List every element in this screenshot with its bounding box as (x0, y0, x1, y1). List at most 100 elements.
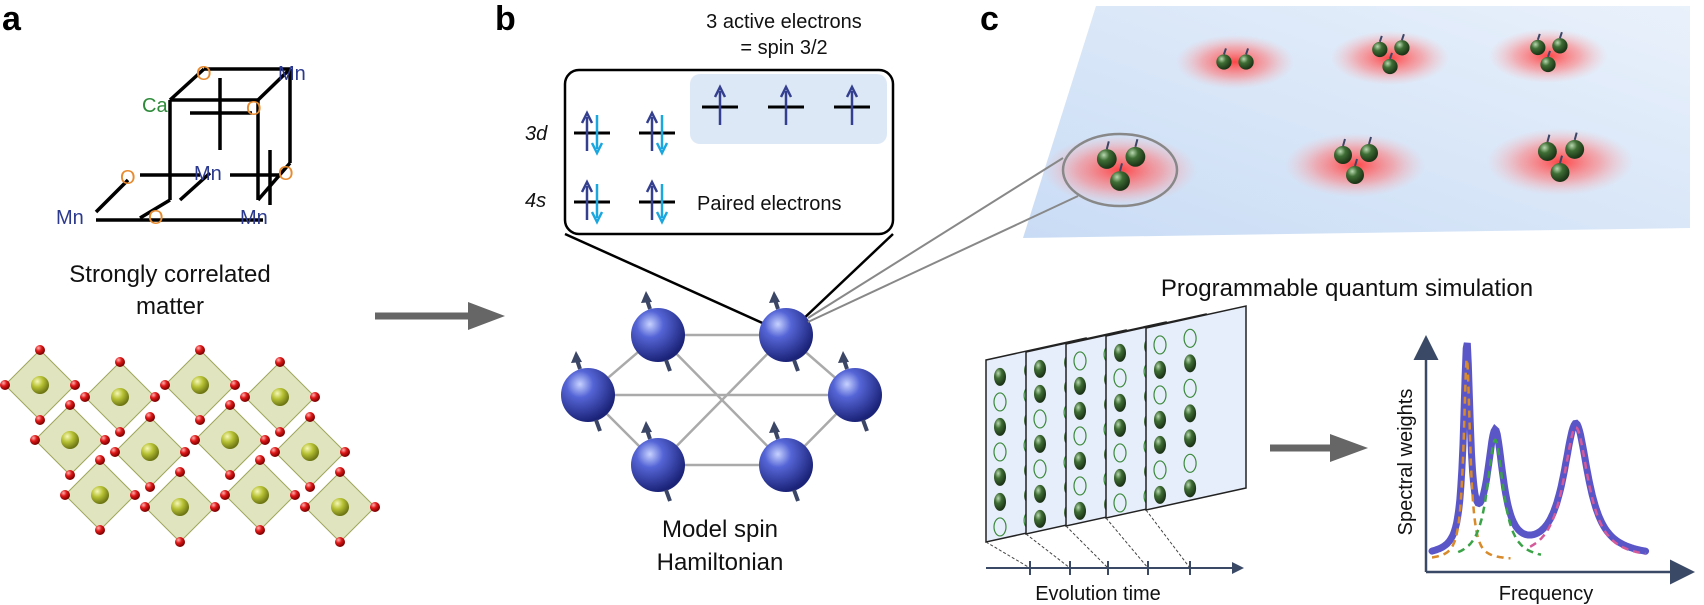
cation-atom (111, 388, 129, 406)
evolution-time-label: Evolution time (1035, 583, 1161, 605)
atom-mn: Mn (194, 163, 222, 185)
spin-arrowhead (571, 351, 582, 363)
spin-up-arrowhead (713, 84, 727, 98)
panel-a-title-line1: Strongly correlated (69, 261, 270, 288)
cation-atom (331, 498, 349, 516)
spin-down-arrowhead (655, 211, 669, 225)
time-evolution-frames (985, 305, 1247, 575)
trapped-atom (1552, 38, 1568, 54)
spin-site (631, 438, 685, 492)
atom-o: O (120, 167, 136, 189)
empty-site (1113, 368, 1127, 388)
spectrum-chart: Spectral weights Frequency (1395, 335, 1695, 605)
filled-site (1114, 393, 1126, 412)
filled-site (1074, 376, 1086, 395)
spin-arrow-tail (664, 489, 672, 502)
cation-atom (301, 443, 319, 461)
filled-site (1184, 354, 1197, 373)
frame-projection (1145, 509, 1191, 569)
oxygen-atom (175, 537, 185, 547)
frame-projection (1105, 517, 1149, 569)
spin-site (828, 368, 882, 422)
filled-site (1114, 343, 1126, 362)
peak-1-component (1432, 358, 1511, 560)
atom-spin (1536, 33, 1541, 41)
filled-site (994, 417, 1006, 436)
spin-arrowhead (641, 291, 652, 303)
atom-ca: Ca (142, 95, 168, 117)
spin-arrow-tail (792, 489, 800, 502)
empty-site (1153, 335, 1167, 355)
total-spectrum-curve (1428, 342, 1650, 555)
spin-up-arrowhead (580, 110, 594, 124)
active-electrons-line1: 3 active electrons (706, 11, 862, 33)
oxygen-atom (335, 537, 345, 547)
trapped-atom (1125, 146, 1146, 167)
atom-mn: Mn (56, 207, 84, 229)
panel-label-b: b (495, 0, 516, 38)
empty-site (1073, 426, 1087, 446)
trapped-atom (1382, 58, 1398, 75)
atom-spin (1223, 48, 1227, 55)
trapped-atom (1238, 54, 1254, 70)
oxygen-atom (220, 490, 230, 500)
oxygen-atom (115, 427, 125, 437)
trapped-atom (1537, 142, 1557, 161)
atom-mn: Mn (240, 207, 268, 229)
cube-atom-labels: O Mn Ca O O Mn O Mn O Mn (56, 63, 306, 229)
panel-a-title-line2: matter (136, 293, 204, 320)
oxygen-atom (240, 392, 250, 402)
active-electrons-line2: = spin 3/2 (740, 37, 827, 59)
atom-mn: Mn (278, 63, 306, 85)
oxygen-atom (115, 357, 125, 367)
filled-site (1184, 429, 1197, 448)
filled-site (1074, 401, 1086, 420)
oxygen-atom (30, 435, 40, 445)
spin-arrowhead (769, 421, 780, 433)
oxygen-atom (160, 380, 170, 390)
spin-up-arrowhead (645, 110, 659, 124)
spin-down-arrowhead (590, 211, 604, 225)
frame (1145, 305, 1247, 511)
oxygen-atom (255, 525, 265, 535)
filled-site (1114, 468, 1126, 487)
orbital-levels (574, 84, 870, 225)
filled-site (1034, 509, 1046, 528)
perovskite-cube-diagram (94, 67, 292, 222)
oxygen-atom (35, 415, 45, 425)
spin-down-arrowhead (655, 142, 669, 156)
atom-o: O (148, 207, 164, 229)
filled-site (1034, 484, 1046, 503)
trapped-atom (1372, 41, 1388, 58)
oxygen-atom (305, 412, 315, 422)
panel-b-title-line2: Hamiltonian (657, 549, 784, 576)
oxygen-atom (110, 447, 120, 457)
oxygen-atom (230, 380, 240, 390)
oxygen-atom (290, 490, 300, 500)
trapped-atom (1346, 166, 1364, 184)
atom-spin (1134, 138, 1139, 148)
oxygen-atom (65, 400, 75, 410)
filled-site (1154, 360, 1166, 379)
filled-site (1074, 451, 1086, 470)
chart-xlabel: Frequency (1499, 583, 1594, 605)
cation-atom (91, 486, 109, 504)
trapped-atom (1550, 163, 1570, 182)
spin-arrowhead (838, 351, 849, 363)
atom-o: O (246, 98, 262, 120)
empty-site (1113, 493, 1127, 513)
frame-projection (985, 541, 1031, 569)
atom-group-glow (1175, 34, 1295, 90)
filled-site (1154, 435, 1166, 454)
panel-label-c: c (980, 0, 999, 38)
cation-atom (171, 498, 189, 516)
cation-atom (31, 376, 49, 394)
atom-o: O (278, 163, 294, 185)
time-axis-arrowhead (1232, 562, 1244, 574)
empty-site (993, 392, 1007, 412)
oxygen-atom (225, 400, 235, 410)
empty-site (993, 442, 1007, 462)
oxygen-atom (260, 435, 270, 445)
empty-site (993, 517, 1007, 537)
